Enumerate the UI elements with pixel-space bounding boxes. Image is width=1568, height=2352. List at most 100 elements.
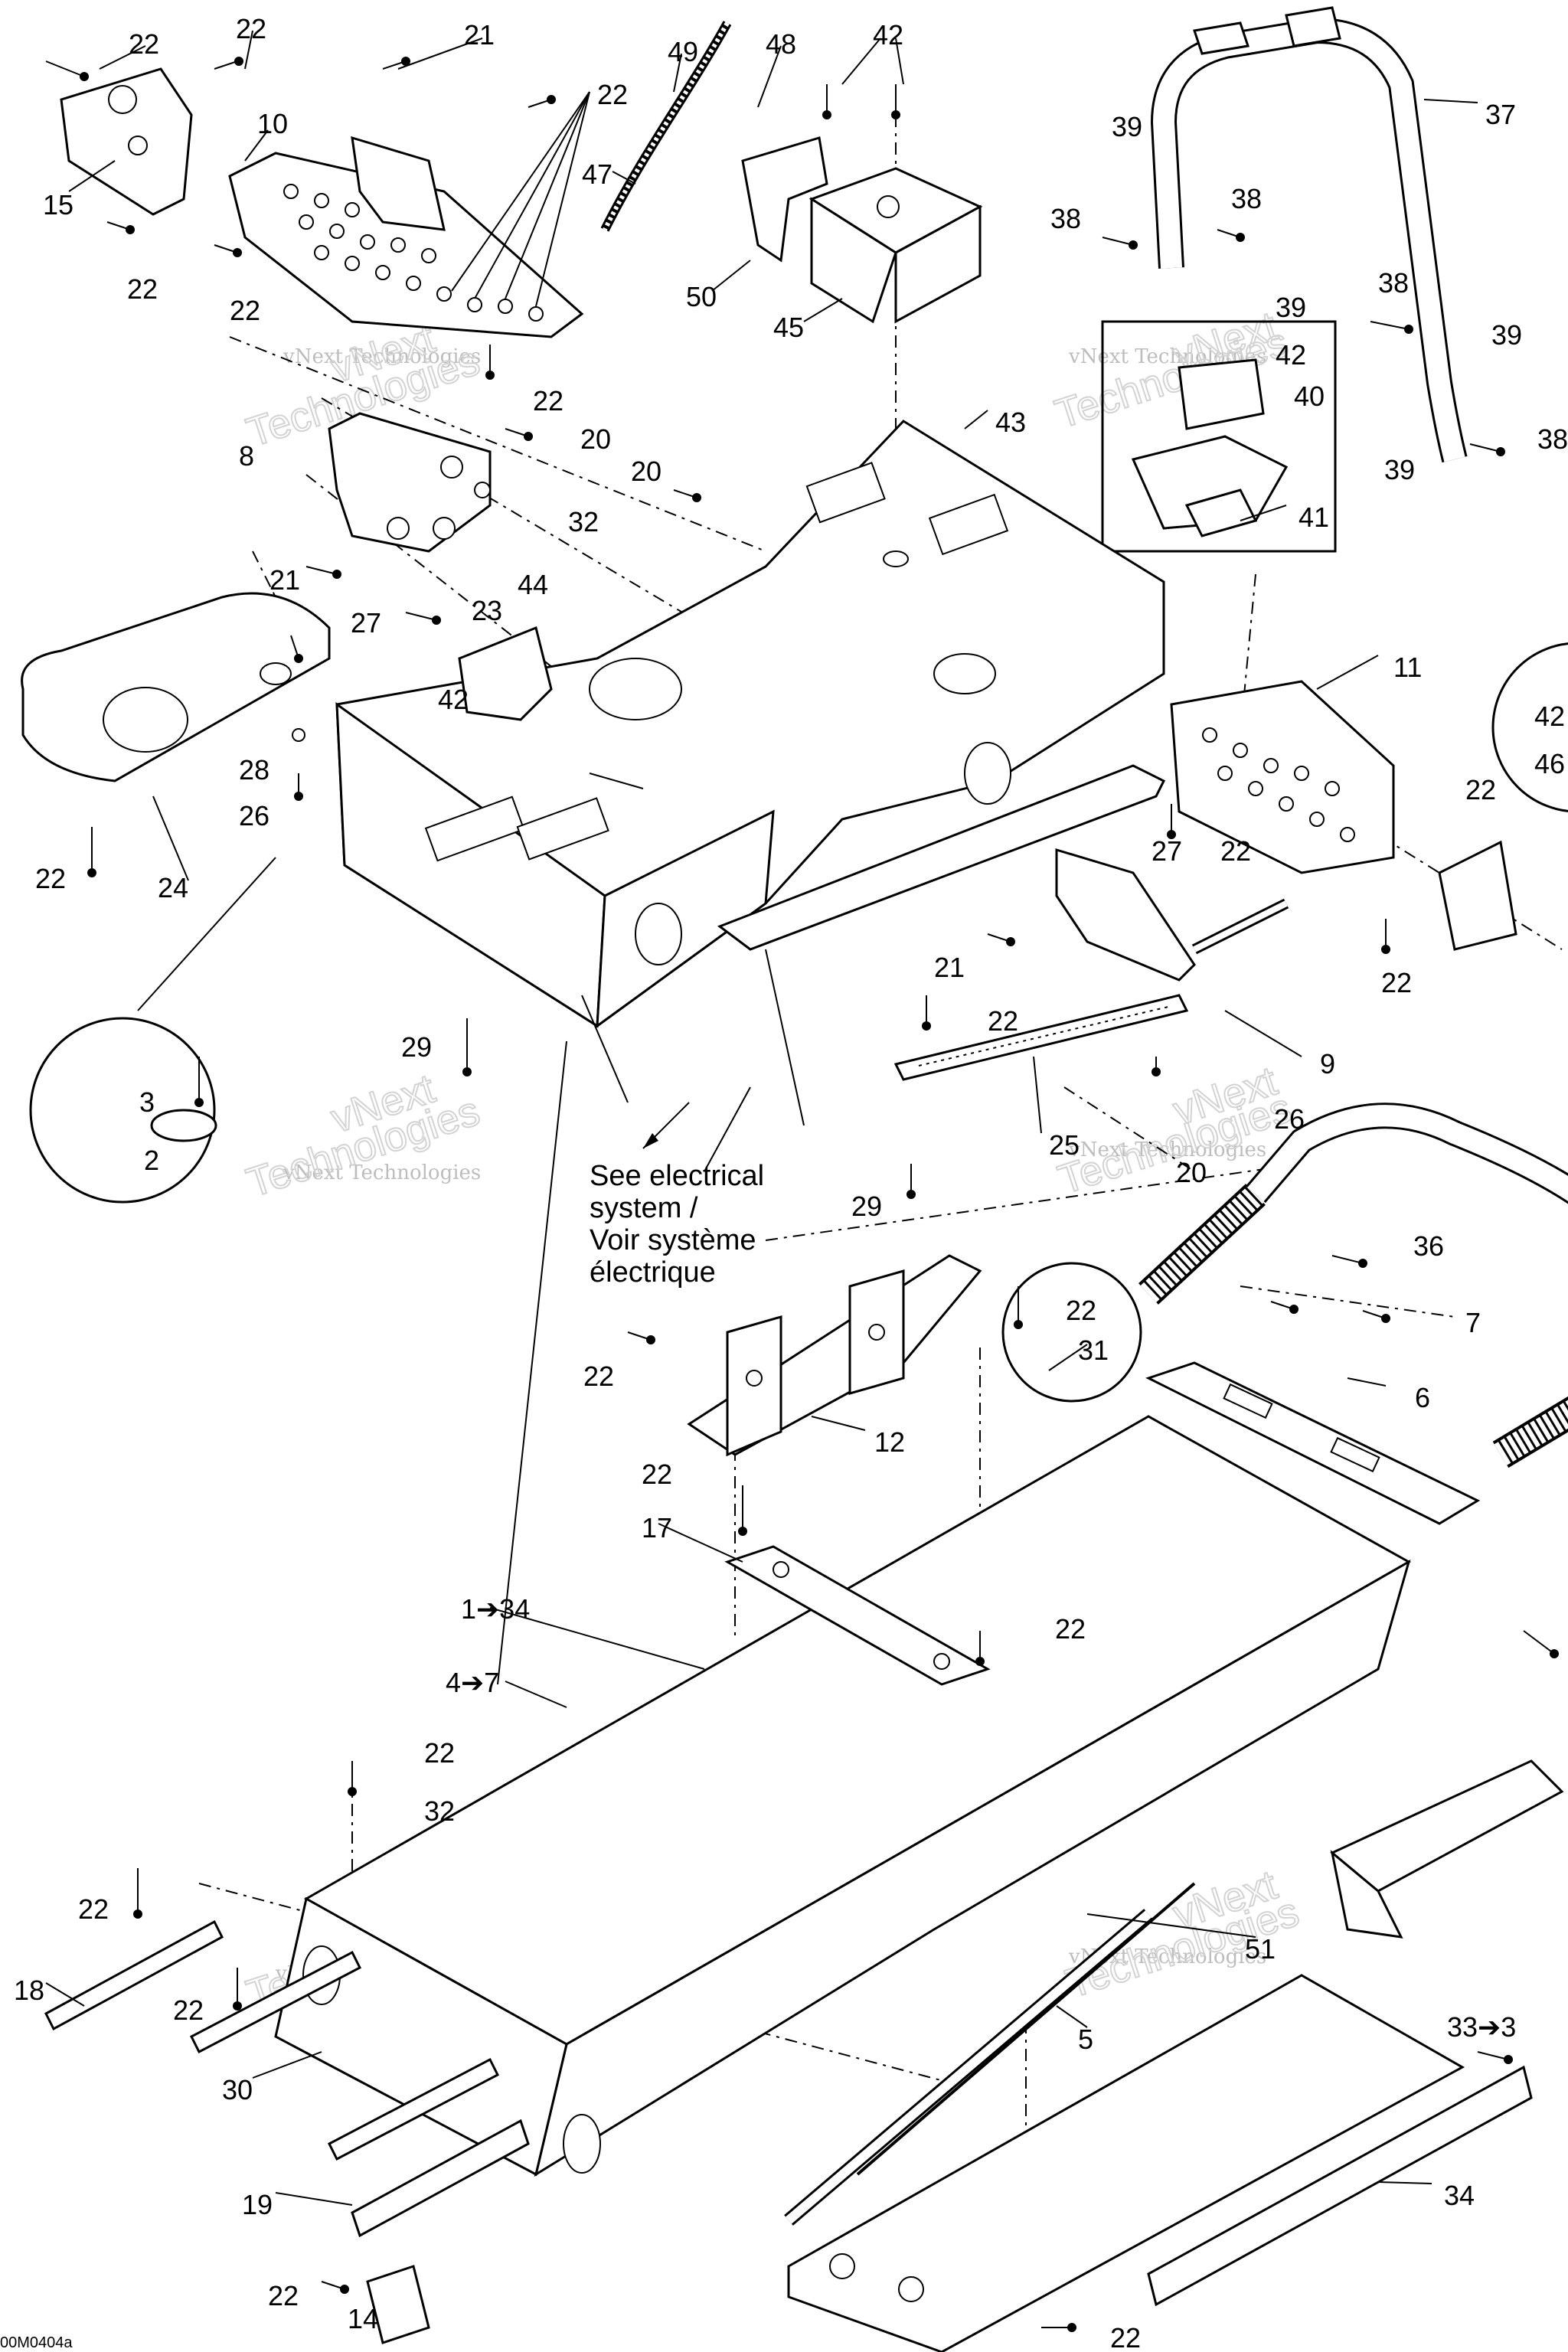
callout-22: 22: [1110, 2322, 1141, 2352]
fasteners: [45, 57, 1559, 2332]
callout-39: 39: [1491, 319, 1522, 351]
callout-22: 22: [1220, 835, 1251, 867]
callout-39: 39: [1384, 454, 1415, 485]
range-callout: 4➔7: [446, 1667, 499, 1698]
callout-21: 21: [464, 19, 495, 51]
callout-22: 22: [230, 295, 260, 326]
electrical-note-line: électrique: [590, 1256, 716, 1289]
steering-bracket-9: [1055, 848, 1289, 982]
callout-22: 22: [583, 1361, 614, 1392]
callout-25: 25: [1049, 1129, 1080, 1161]
steering-support-8: [328, 412, 492, 553]
callout-27: 27: [1152, 835, 1182, 867]
callout-38: 38: [1537, 423, 1568, 455]
callout-22: 22: [533, 385, 564, 416]
callout-42: 42: [438, 684, 469, 715]
watermark-text: vNext Technologies: [1068, 1138, 1266, 1161]
cross-bracket-17: [724, 1545, 991, 1686]
electrical-note: See electrical system / Voir système éle…: [590, 1102, 764, 1289]
steering-rail: [717, 764, 1166, 951]
callout-5: 5: [1078, 2024, 1093, 2055]
callout-39: 39: [1112, 111, 1142, 142]
callout-21: 21: [270, 564, 300, 596]
callout-32: 32: [424, 1795, 455, 1827]
chassis-front-frame: [335, 420, 1165, 1029]
callout-42: 42: [873, 19, 903, 51]
callout-12: 12: [874, 1426, 905, 1458]
callout-7: 7: [1465, 1307, 1481, 1338]
range-callouts: 1➔344➔733➔3: [446, 1593, 1516, 2043]
bracket-44: [458, 626, 553, 721]
callout-17: 17: [642, 1512, 672, 1544]
electrical-note-line: Voir système: [590, 1224, 756, 1256]
callout-18: 18: [14, 1975, 44, 2006]
conduit-47: [600, 21, 732, 232]
figure-code: 00M0404a: [0, 2334, 73, 2351]
callout-22: 22: [268, 2280, 299, 2311]
callout-9: 9: [1320, 1048, 1335, 1080]
belt-guard-24: [21, 592, 331, 782]
footrest-plate-10: [228, 136, 584, 338]
plate-2: [150, 1109, 217, 1142]
electrical-note-line: See electrical: [590, 1160, 764, 1192]
inset-detail-box: [1101, 320, 1337, 553]
running-board-33: [787, 1974, 1465, 2352]
callout-20: 20: [631, 456, 662, 487]
callout-32: 32: [568, 506, 599, 537]
callout-8: 8: [239, 440, 254, 472]
watermark-text: vNext Technologies: [283, 345, 481, 368]
callout-49: 49: [668, 36, 698, 67]
callout-38: 38: [1231, 183, 1262, 214]
leader-lines: [45, 30, 1478, 2206]
callout-22: 22: [988, 1005, 1018, 1037]
callout-36: 36: [1413, 1230, 1444, 1262]
callout-22: 22: [1066, 1295, 1096, 1326]
slide-rods-5: [784, 1882, 1196, 2226]
callout-22: 22: [78, 1893, 109, 1925]
callout-51: 51: [1245, 1933, 1276, 1965]
footrest-bar-25: [893, 994, 1189, 1081]
rear-plate-6: [1145, 1361, 1481, 1525]
callout-37: 37: [1485, 99, 1516, 130]
callout-26: 26: [1274, 1103, 1305, 1135]
range-callout: 1➔34: [461, 1593, 530, 1625]
callout-22: 22: [127, 273, 158, 305]
handle-bar-37: [1150, 6, 1468, 463]
bracket-right: [1330, 1759, 1564, 1939]
footrest-plate-11: [1170, 680, 1395, 874]
callout-31: 31: [1078, 1334, 1109, 1366]
callout-38: 38: [1378, 267, 1409, 299]
callout-24: 24: [158, 872, 188, 903]
callout-48: 48: [766, 28, 796, 60]
callout-10: 10: [257, 108, 288, 139]
callout-45: 45: [773, 312, 804, 343]
callout-43: 43: [995, 407, 1026, 438]
electrical-note-line: system /: [590, 1192, 698, 1224]
detail-circle-31: [1001, 1262, 1142, 1403]
callout-41: 41: [1298, 501, 1329, 533]
plate-14: [366, 2265, 430, 2344]
detail-circle-42-46: [1491, 642, 1568, 812]
callout-38: 38: [1050, 203, 1081, 234]
callout-29: 29: [401, 1031, 432, 1063]
callout-29: 29: [851, 1191, 882, 1222]
bracket-50: [741, 136, 828, 263]
callout-11: 11: [1393, 652, 1422, 683]
callout-22: 22: [1465, 774, 1496, 805]
callout-2: 2: [144, 1145, 159, 1176]
bracket-assembly-12: [687, 1254, 982, 1457]
callout-6: 6: [1415, 1382, 1430, 1413]
callout-14: 14: [348, 2303, 378, 2334]
callout-22: 22: [597, 79, 628, 110]
bracket-45: [808, 167, 983, 324]
watermark-text: vNext Technologies: [283, 1161, 481, 1184]
callout-47: 47: [582, 158, 612, 190]
callout-21: 21: [934, 952, 965, 983]
callout-28: 28: [239, 754, 270, 786]
callout-22: 22: [424, 1737, 455, 1769]
callout-22: 22: [1055, 1613, 1086, 1645]
angle-rail-19: [351, 2118, 530, 2238]
callout-22: 22: [35, 863, 66, 894]
